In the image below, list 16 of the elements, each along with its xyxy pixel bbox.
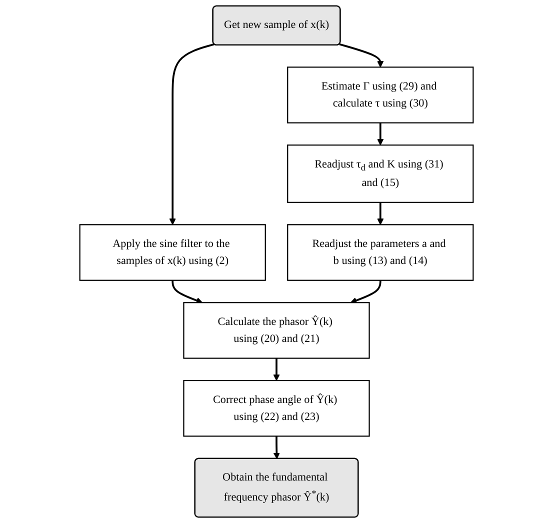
process-box: Correct phase angle of Ŷ(k) using (22) and (23)	[183, 380, 370, 437]
arrow	[169, 43, 215, 225]
arrow	[350, 280, 382, 304]
arrow	[377, 122, 384, 146]
arrow	[377, 202, 384, 225]
process-box: Readjust τ$_{d}$ and K using (31) and (15)	[287, 144, 474, 203]
process-box: Calculate the phasor Ŷ(k) using (20) and (21)	[183, 302, 370, 359]
arrow	[273, 436, 280, 460]
arrow	[339, 43, 384, 68]
process-box: Readjust the parameters a and b using (13) and (14)	[287, 224, 474, 281]
arrow	[273, 358, 280, 381]
arrow	[172, 280, 203, 304]
terminal-box: Obtain the fundamental frequency phasor Ŷ$^{*}$(k)	[194, 458, 359, 518]
process-box: Estimate Γ using (29) and calculate τ using (30)	[287, 66, 474, 124]
terminal-box: Get new sample of x(k)	[212, 5, 341, 46]
process-box: Apply the sine filter to the samples of x(k) using (2)	[79, 224, 266, 281]
